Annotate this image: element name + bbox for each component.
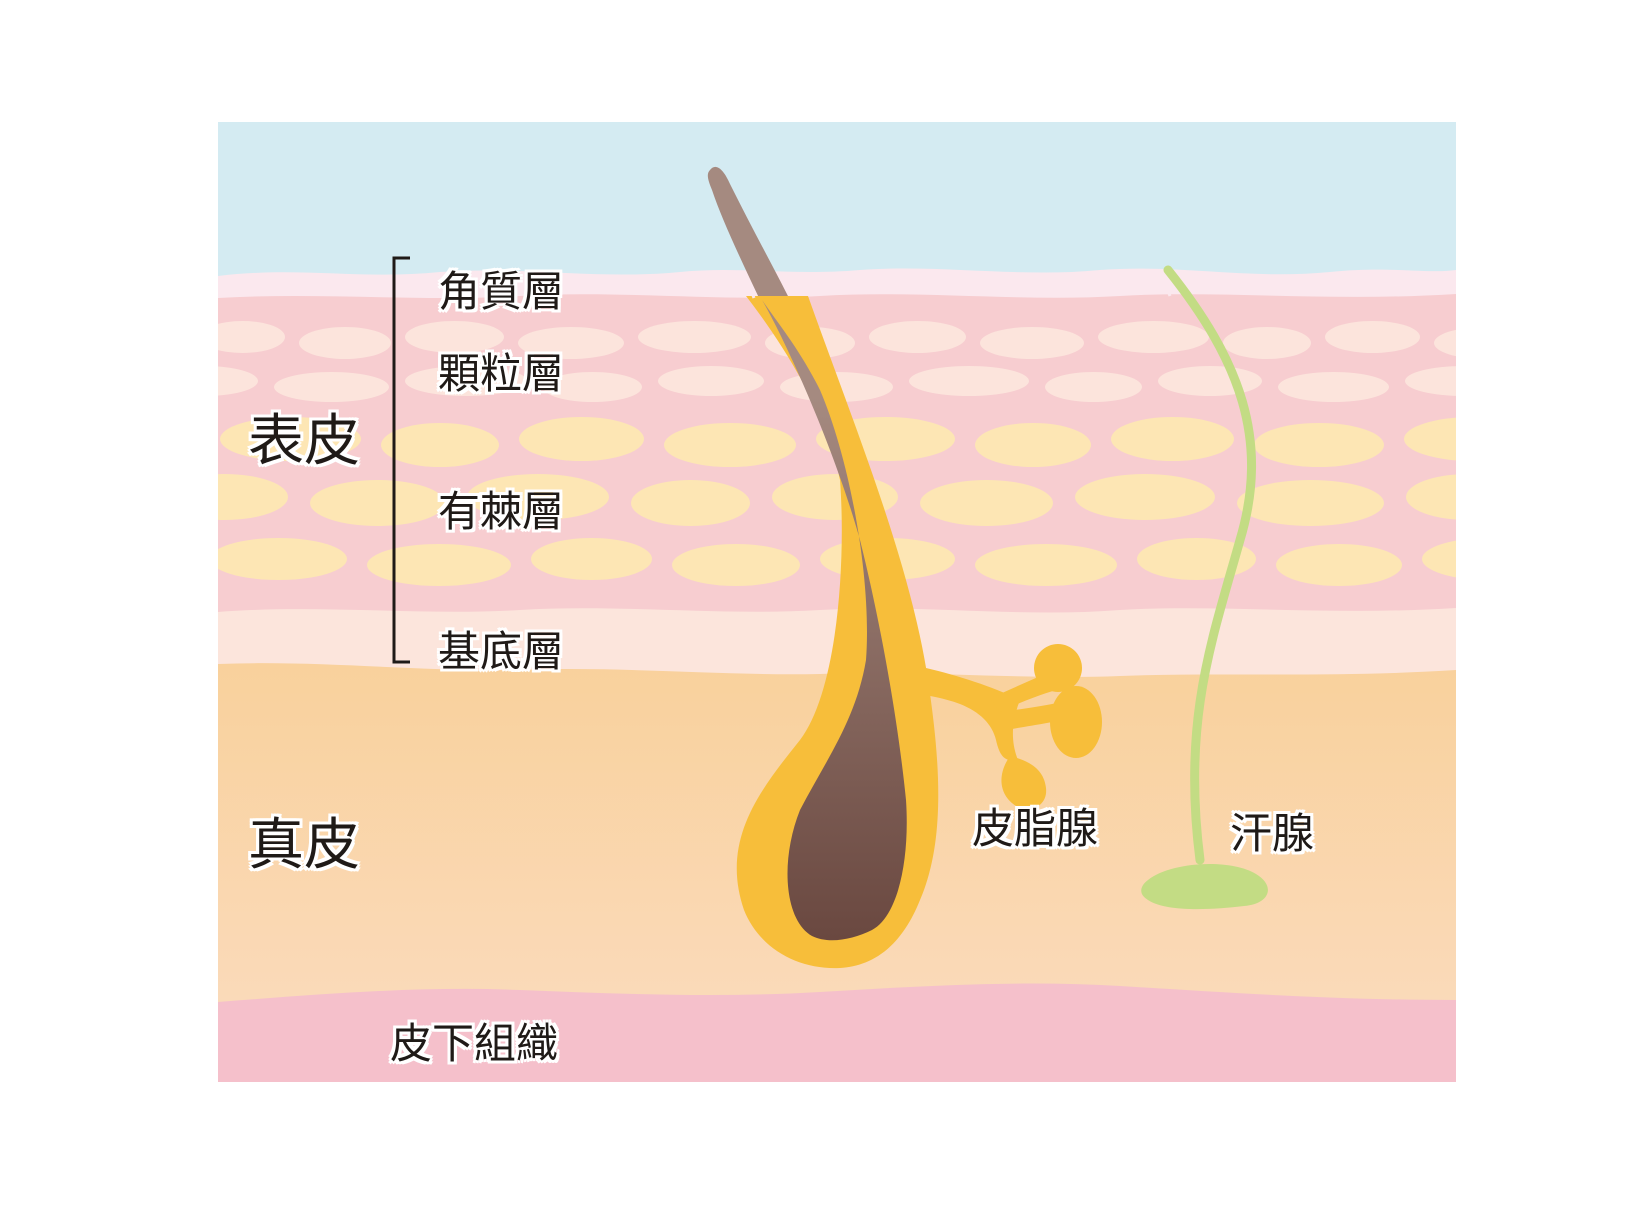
epidermal-cell: [664, 423, 796, 467]
epidermal-cell: [975, 544, 1117, 586]
epidermal-cell: [310, 480, 445, 526]
epidermal-cell: [381, 423, 499, 467]
epidermal-cell: [672, 544, 800, 586]
label-dermis: 真皮: [248, 813, 360, 878]
epidermal-cell: [975, 423, 1091, 467]
sebaceous-gland-shape: [920, 644, 1102, 810]
epidermal-cell: [1111, 417, 1234, 461]
epidermal-cell: [543, 372, 642, 402]
epidermal-cell: [274, 372, 389, 402]
epidermal-cell: [518, 327, 624, 359]
epidermal-cell: [218, 366, 258, 396]
label-stratum-granulosum: 顆粒層: [438, 349, 565, 398]
epidermal-cell: [1434, 329, 1456, 357]
sweat-gland-duct: [1163, 265, 1256, 865]
epidermal-cell: [299, 327, 391, 359]
epidermal-cell: [920, 480, 1053, 526]
epidermal-cell: [980, 327, 1084, 359]
epidermal-cell: [1045, 372, 1142, 402]
epidermal-cell: [220, 417, 361, 461]
hair-root: [762, 300, 907, 941]
epidermal-cell: [1254, 423, 1384, 467]
label-stratum-spinosum: 有棘層: [438, 487, 565, 536]
epidermal-cell: [1325, 321, 1420, 353]
label-sebaceous-gland: 皮脂腺: [972, 804, 1099, 853]
sweat-gland-body: [1141, 863, 1268, 910]
epidermal-cell: [1422, 540, 1456, 578]
label-subcutaneous-tissue: 皮下組織: [390, 1019, 559, 1068]
epidermal-cell: [218, 474, 288, 520]
epidermis-bracket: [392, 256, 410, 664]
epidermal-cell: [1098, 321, 1209, 353]
epidermal-cell: [869, 321, 966, 353]
epidermal-cell: [1405, 366, 1456, 396]
label-stratum-corneum: 角質層: [438, 267, 565, 316]
epidermal-cell: [467, 474, 609, 520]
epidermal-cell: [638, 321, 751, 353]
epidermal-cell: [1158, 366, 1262, 396]
epidermal-cell: [658, 366, 764, 396]
epidermal-cell: [1406, 474, 1456, 520]
hair-shaft: [707, 166, 790, 300]
epidermal-cell: [1276, 544, 1402, 586]
epidermal-cell: [909, 366, 1029, 396]
epidermal-cell: [405, 321, 504, 353]
epidermal-cell: [1278, 372, 1389, 402]
epidermal-cell: [531, 538, 652, 580]
epidermal-cell: [631, 480, 750, 526]
epidermal-cell: [1075, 474, 1215, 520]
epidermal-cell: [1137, 538, 1256, 580]
label-sweat-gland: 汗腺: [1230, 809, 1315, 858]
pore-lines: [742, 269, 1172, 299]
epidermal-cell: [405, 366, 527, 396]
epidermal-cell: [367, 544, 511, 586]
epidermal-cell: [1404, 417, 1456, 461]
epidermal-cell: [519, 417, 644, 461]
subcutaneous-layer: [218, 983, 1456, 1082]
epidermal-cell: [1237, 480, 1384, 526]
epidermal-cell: [218, 538, 347, 580]
epidermal-cells: [218, 321, 1456, 586]
label-epidermis: 表皮: [248, 409, 360, 474]
epidermal-cell: [218, 321, 285, 353]
epidermal-cell: [1223, 327, 1311, 359]
label-stratum-basale: 基底層: [438, 627, 565, 676]
